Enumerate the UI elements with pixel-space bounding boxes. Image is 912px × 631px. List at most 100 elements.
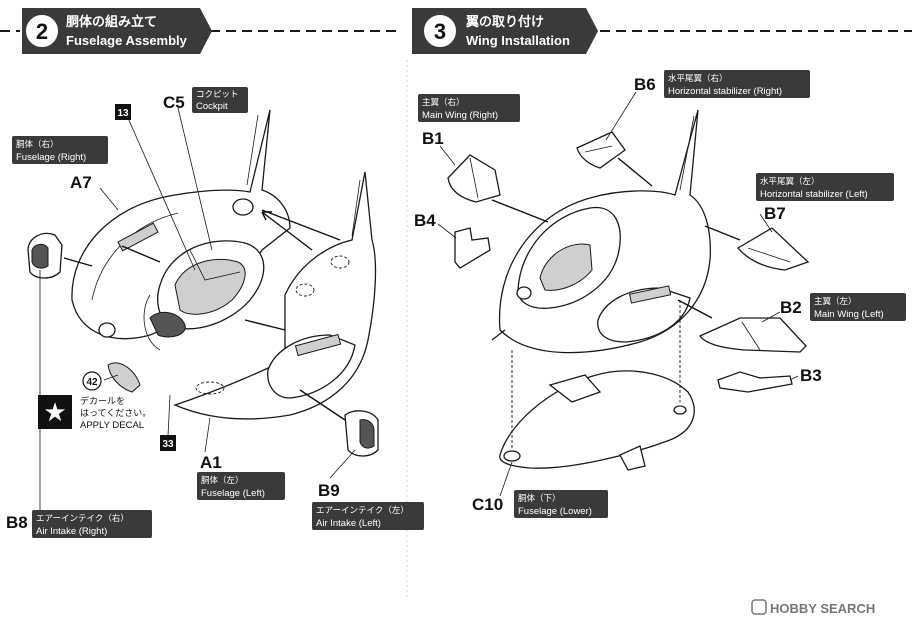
a1-hidden-pin-2 bbox=[295, 283, 315, 297]
a1-fin-edge bbox=[351, 179, 361, 237]
svg-text:コクピット: コクピット bbox=[196, 90, 239, 100]
leader-13 bbox=[127, 117, 196, 271]
b6-edge bbox=[584, 145, 613, 153]
c10-inner-block bbox=[548, 374, 602, 403]
a1-hidden-pin-1 bbox=[195, 381, 225, 395]
label-b9: B9 エアーインテイク（左） Air Intake (Left) bbox=[312, 481, 424, 530]
arrow-b6 bbox=[617, 157, 653, 187]
svg-text:A1: A1 bbox=[200, 453, 222, 472]
svg-text:B7: B7 bbox=[764, 204, 786, 223]
c5-cockpit-interior bbox=[174, 258, 246, 315]
svg-text:C5: C5 bbox=[163, 93, 185, 112]
svg-text:エアーインテイク（右）: エアーインテイク（右） bbox=[36, 513, 129, 524]
arrow-cockpit-to-a7 bbox=[121, 245, 161, 263]
arrow-b7 bbox=[704, 225, 741, 241]
arrow-b2 bbox=[677, 299, 713, 319]
a7-slot bbox=[117, 222, 159, 252]
label-b3: B3 bbox=[800, 366, 822, 385]
leader-33 bbox=[167, 394, 171, 437]
b2-main-wing-left-shape bbox=[699, 317, 807, 353]
label-b4: B4 bbox=[414, 211, 436, 230]
leader-b9 bbox=[329, 449, 356, 479]
leader-b6 bbox=[605, 91, 637, 141]
label-b7: 水平尾翼（左） Horizontal stabilizer (Left) B7 bbox=[756, 173, 894, 223]
step-3-title-jp: 翼の取り付け bbox=[465, 14, 544, 30]
label-b8: B8 エアーインテイク（右） Air Intake (Right) bbox=[6, 510, 152, 538]
leader-a7 bbox=[99, 187, 119, 211]
b3-part-shape bbox=[717, 371, 793, 393]
step-2-header: 2 胴体の組み立て Fuselage Assembly bbox=[0, 8, 400, 54]
svg-text:A7: A7 bbox=[70, 173, 92, 192]
a1-slot bbox=[294, 333, 342, 357]
svg-text:水平尾翼（右）: 水平尾翼（右） bbox=[668, 73, 728, 84]
upper-front-hole bbox=[516, 286, 532, 300]
svg-text:デカールを: デカールを bbox=[80, 395, 125, 407]
arrow-b9 bbox=[299, 389, 346, 421]
leader-c10 bbox=[499, 461, 513, 497]
svg-text:33: 33 bbox=[162, 439, 174, 450]
svg-text:B4: B4 bbox=[414, 211, 436, 230]
leader-b4 bbox=[437, 223, 457, 239]
a7-front-hole bbox=[98, 322, 116, 338]
label-b2: B2 主翼（左） Main Wing (Left) bbox=[780, 293, 906, 321]
svg-text:主翼（右）: 主翼（右） bbox=[422, 97, 465, 108]
b9-intake-opening bbox=[359, 419, 375, 449]
c5-inner-edge bbox=[189, 249, 241, 281]
svg-text:B9: B9 bbox=[318, 481, 340, 500]
leader-c5 bbox=[177, 107, 213, 251]
svg-text:Air Intake (Left): Air Intake (Left) bbox=[316, 518, 381, 529]
marker-decal-42: 42 bbox=[82, 371, 102, 391]
star-icon-box bbox=[38, 395, 72, 429]
svg-text:B1: B1 bbox=[422, 129, 444, 148]
b4-part-shape bbox=[454, 227, 491, 269]
svg-text:主翼（左）: 主翼（左） bbox=[814, 296, 857, 307]
upper-slot bbox=[629, 285, 672, 304]
watermark-logo-icon bbox=[751, 599, 767, 615]
step-2-number: 2 bbox=[36, 19, 48, 44]
a1-intake-housing bbox=[267, 334, 356, 399]
b6-stabilizer-right-shape bbox=[576, 131, 626, 169]
svg-text:13: 13 bbox=[117, 108, 129, 119]
leader-42 bbox=[103, 374, 119, 381]
c10-front-pin bbox=[503, 450, 521, 462]
watermark: HOBBY SEARCH bbox=[751, 599, 875, 616]
label-a7: 胴体（右） Fuselage (Right) A7 bbox=[12, 136, 108, 192]
step-2-number-badge bbox=[24, 13, 60, 49]
step-3-title-en: Wing Installation bbox=[466, 33, 570, 48]
svg-text:B6: B6 bbox=[634, 75, 656, 94]
svg-text:APPLY DECAL: APPLY DECAL bbox=[80, 420, 144, 431]
svg-text:Main Wing (Left): Main Wing (Left) bbox=[814, 309, 884, 320]
step-3-number: 3 bbox=[434, 19, 446, 44]
step-2-title-en: Fuselage Assembly bbox=[66, 33, 188, 48]
svg-text:Horizontal stabilizer (Right): Horizontal stabilizer (Right) bbox=[668, 86, 782, 97]
svg-text:B3: B3 bbox=[800, 366, 822, 385]
b7-stabilizer-left-shape bbox=[737, 227, 810, 271]
upper-nose-pitot bbox=[491, 329, 506, 341]
svg-text:水平尾翼（左）: 水平尾翼（左） bbox=[760, 176, 820, 187]
a1-hidden-pin-3 bbox=[330, 255, 350, 269]
svg-text:B2: B2 bbox=[780, 298, 802, 317]
decal-42-shape bbox=[107, 362, 141, 393]
svg-text:Air Intake (Right): Air Intake (Right) bbox=[36, 526, 107, 537]
marker-paint-13: 13 bbox=[115, 104, 131, 120]
svg-text:胴体（右）: 胴体（右） bbox=[16, 139, 59, 150]
svg-text:Cockpit: Cockpit bbox=[196, 101, 228, 112]
svg-text:B8: B8 bbox=[6, 513, 28, 532]
step-3-drawing bbox=[437, 91, 810, 497]
decal-instruction: ★ デカールを はってください。 APPLY DECAL bbox=[38, 395, 151, 431]
step-2-title-jp: 胴体の組み立て bbox=[66, 14, 157, 30]
arrow-a7-to-a1 bbox=[261, 209, 341, 241]
arrow-cockpit-to-a1 bbox=[244, 319, 286, 331]
upper-cockpit-interior bbox=[539, 243, 593, 291]
svg-text:はってください。: はってください。 bbox=[80, 408, 151, 419]
b1-edge bbox=[469, 157, 479, 199]
step-3-number-badge bbox=[422, 13, 458, 49]
b8-intake-opening bbox=[31, 243, 49, 269]
arrow-b1 bbox=[491, 199, 549, 223]
label-c5: C5 コクピット Cockpit bbox=[163, 87, 248, 113]
label-b6: B6 水平尾翼（右） Horizontal stabilizer (Right) bbox=[634, 70, 810, 98]
svg-text:Fuselage (Left): Fuselage (Left) bbox=[201, 488, 265, 499]
svg-text:Main Wing (Right): Main Wing (Right) bbox=[422, 110, 498, 121]
leader-b1 bbox=[439, 145, 456, 166]
